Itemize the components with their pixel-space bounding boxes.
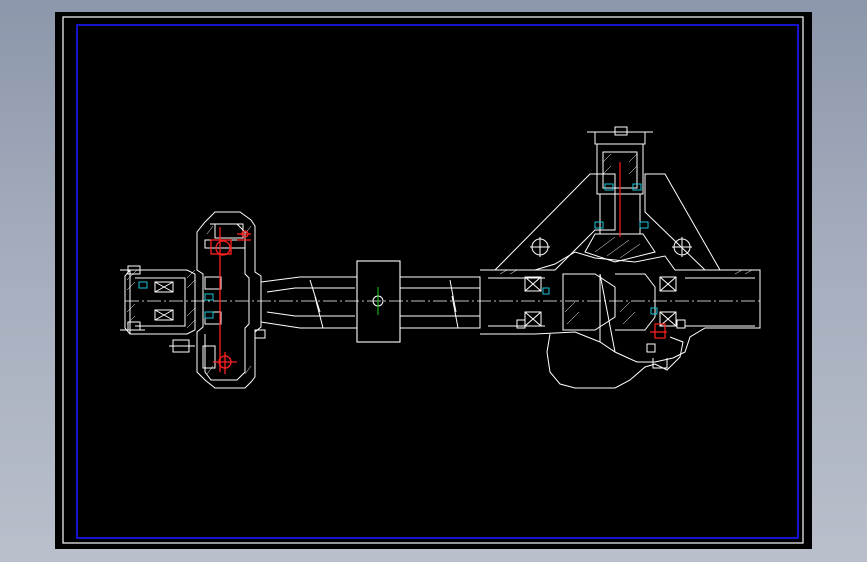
bearing-block: [356, 260, 401, 343]
hub-hatching: [126, 225, 252, 375]
red-pinion-parts: [619, 162, 667, 339]
drawing-outer-frame: [62, 16, 804, 544]
housing-hatching: [499, 153, 753, 325]
axle-tube: [260, 276, 481, 329]
cyan-detail-parts: [138, 281, 214, 319]
flange-and-hub-assembly: [120, 211, 266, 389]
cad-viewport[interactable]: [55, 12, 812, 549]
cyan-differential-parts: [542, 183, 658, 315]
cad-drawing: [62, 16, 804, 544]
differential-housing: [480, 126, 761, 389]
center-mark: [372, 287, 384, 315]
red-highlight-parts: [210, 227, 251, 374]
drawing-title-border: [76, 24, 799, 539]
